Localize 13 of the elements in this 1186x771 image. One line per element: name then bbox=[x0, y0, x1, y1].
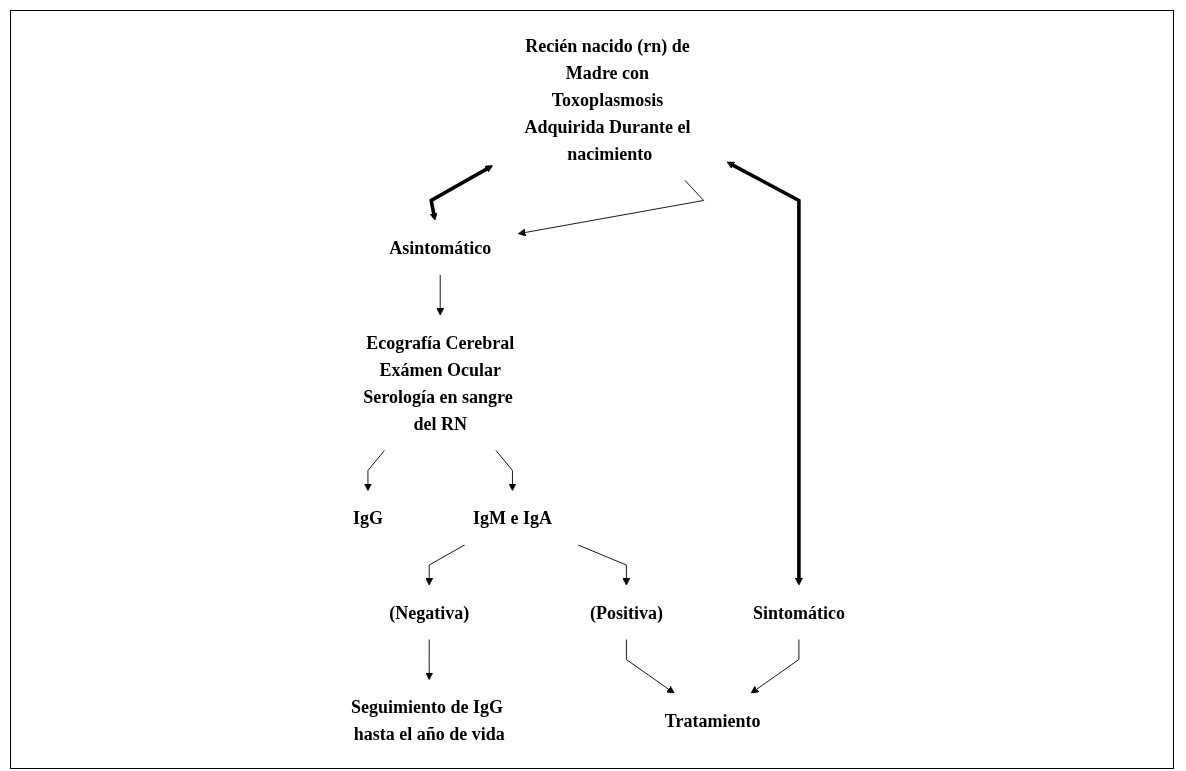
node-text: Tratamiento bbox=[664, 710, 761, 731]
node-text: IgG bbox=[352, 507, 383, 528]
node-text: Recién nacido (rn) de Madre con Toxoplasmosis Adquirida Durante el nacimiento bbox=[524, 35, 691, 164]
node-text: (Positiva) bbox=[589, 602, 663, 623]
node-text: Seguimiento de IgG hasta el año de vida bbox=[350, 696, 505, 744]
page-border: Recién nacido (rn) de Madre con Toxoplasmosis Adquirida Durante el nacimiento Asintomático Sintomático Ecografía Cerebral Exámen Ocular Serología en sangre del RN Tratamiento IgG IgM e IgA (Negativa) (Positiva) Seguimiento de IgG hasta el año de vida bbox=[10, 10, 1174, 769]
arrow bbox=[726, 161, 803, 586]
node-text: Asintomático bbox=[389, 237, 492, 258]
node-text: (Negativa) bbox=[389, 602, 470, 623]
node-text: Sintomático bbox=[752, 602, 845, 623]
arrow bbox=[429, 165, 493, 221]
node-text: Ecografía Cerebral Exámen Ocular Serología en sangre del RN bbox=[363, 332, 515, 434]
node-text: IgM e IgA bbox=[472, 507, 552, 528]
